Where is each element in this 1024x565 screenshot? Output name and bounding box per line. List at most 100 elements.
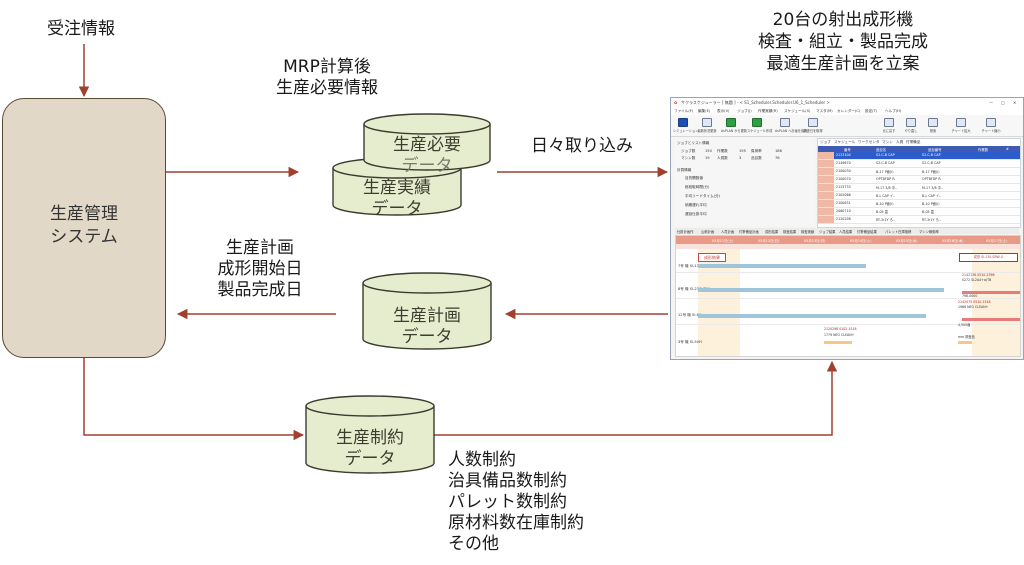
menu-item[interactable]: ヘルプ(H): [885, 109, 902, 113]
toolbar-label: チャート縮小: [981, 129, 1001, 133]
cell: S2-C-B CAP: [876, 161, 895, 165]
result-tab[interactable]: 検査結果: [783, 230, 797, 234]
undo-icon: [884, 118, 894, 127]
gantt-weekend-band: [972, 249, 1020, 356]
arrow-system-to-constraint: [83, 356, 305, 441]
toolbar-refresh-button[interactable]: 最新状況更新: [697, 118, 717, 134]
grid-tab[interactable]: 付帯備品: [906, 140, 921, 144]
maximize-icon[interactable]: □: [1001, 100, 1005, 105]
menu-item[interactable]: カレンダー(C): [837, 109, 861, 113]
menu-item[interactable]: マスタ(M): [816, 109, 833, 113]
grid-tab[interactable]: スケジュール: [834, 140, 856, 144]
menu-item[interactable]: 編集(E): [698, 109, 711, 113]
grid-tab[interactable]: 人員: [896, 140, 904, 144]
grid-tab[interactable]: ジョブ: [820, 140, 831, 144]
toolbar-update-button[interactable]: AsPLAN から更新: [721, 118, 747, 134]
result-tab[interactable]: 人員計画: [721, 230, 735, 234]
cylinder-plan: [362, 272, 492, 350]
result-tab[interactable]: パレット在庫推移: [885, 230, 912, 234]
mrp-label: MRP計算後 生産必要情報: [262, 57, 392, 99]
order-info-label: 受注情報: [47, 19, 115, 39]
toolbar-zoom-out-button[interactable]: チャート縮小: [981, 118, 1001, 134]
cell: B-L CAP イ..: [922, 194, 942, 198]
actual-line1: 生産実績: [363, 178, 431, 198]
cell: B-L CAP イ..: [876, 194, 896, 198]
gantt-row-divider: [676, 298, 1020, 299]
plan-out-line3: 製品完成日: [217, 280, 303, 300]
cell: S2-C-B CAP: [922, 153, 941, 157]
cell: B-05 蓋: [876, 210, 888, 214]
constraint-item: 治具備品数制約: [448, 471, 567, 491]
grid-header-cell: #: [1006, 147, 1009, 151]
gantt-bar[interactable]: [962, 318, 1020, 321]
scheduler-screenshot: ✿ サクラスケジューラー [ 無題 ] - < S1_Scheduler.Sch…: [670, 97, 1024, 360]
gantt-bar[interactable]: [698, 264, 866, 268]
title-line1: 20台の射出成形機: [772, 10, 914, 30]
gantt-bar[interactable]: [962, 291, 1020, 294]
cell: S2-C-B CAP: [876, 153, 895, 157]
menu-item[interactable]: 作業実績(R): [758, 109, 778, 113]
toolbar-simulation-button[interactable]: シミュレーション: [673, 118, 698, 134]
cell: M-17 3/8 中..: [922, 186, 944, 190]
grid-header: 番号 品目名 品目番号 作業数 #: [818, 146, 1020, 152]
toolbar-label: スケジュール作成: [747, 129, 773, 133]
cell: B-17 P面(I): [876, 170, 894, 174]
title-line3: 最適生産計画を立案: [766, 54, 920, 74]
result-tab[interactable]: マシン稼働率: [919, 230, 939, 234]
gantt-bar[interactable]: [698, 314, 926, 318]
cell: RT-3r1Y ろ..: [922, 218, 941, 222]
cell: B-10 P面(I): [922, 202, 940, 206]
cell: OPTBFDP R.: [922, 177, 942, 181]
result-tab[interactable]: 検査実績: [801, 230, 815, 234]
gantt-bar[interactable]: [958, 341, 972, 344]
toolbar-search-button[interactable]: 検索: [923, 118, 943, 134]
result-tab[interactable]: ジョブ結果: [819, 230, 836, 234]
result-tab[interactable]: 付帯備品計画: [739, 230, 759, 234]
toolbar-label: 検索: [929, 129, 937, 133]
cylinder-required: [363, 113, 491, 171]
menu-item[interactable]: 設定(T): [865, 109, 878, 113]
grid-tab[interactable]: ワークセンタ: [858, 140, 880, 144]
result-tab[interactable]: 成形結果: [765, 230, 779, 234]
minimize-icon[interactable]: —: [989, 100, 993, 105]
grid-header-cell: 番号: [844, 148, 851, 152]
toolbar-create-schedule-button[interactable]: スケジュール作成: [747, 118, 773, 134]
toolbar-save-plan-button[interactable]: AsPLAN へ計画を保存: [775, 118, 808, 134]
grid-tab[interactable]: マシン: [882, 140, 893, 144]
gantt-bar[interactable]: [824, 341, 852, 344]
gantt-note: 0272 SL2A4+α(TB: [962, 278, 992, 282]
toolbar-zoom-in-button[interactable]: チャート拡大: [951, 118, 971, 134]
result-tab[interactable]: 付帯備品結果: [857, 230, 877, 234]
result-tab[interactable]: 山積計画: [701, 230, 715, 234]
menu-item[interactable]: ファイル(F): [674, 109, 694, 113]
redo-icon: [906, 118, 916, 127]
gantt-bar[interactable]: [698, 288, 944, 292]
result-tab[interactable]: 人員結果: [839, 230, 853, 234]
menu-item[interactable]: 表示(V): [717, 109, 730, 113]
cell: 2102066: [836, 193, 851, 197]
close-icon[interactable]: ✕: [1013, 100, 1017, 105]
toolbar-redo-button[interactable]: やり直し: [901, 118, 921, 134]
cylinder-constraint: [305, 395, 435, 474]
menu-item[interactable]: スケジュール(S): [784, 109, 811, 113]
table-row[interactable]: 2102066 B-L CAP イ.. B-L CAP イ..: [818, 192, 1020, 200]
plan-out-line2: 成形開始日: [217, 259, 303, 279]
toolbar-undo-button[interactable]: 元に戻す: [879, 118, 899, 134]
gantt-result-marker: 成形結果: [698, 253, 726, 262]
plan-line1: 生産計画: [393, 306, 461, 326]
menu-item[interactable]: ジョブ(J): [737, 109, 752, 113]
gantt-note: 1966 NEO CLEAN+: [958, 305, 989, 309]
toolbar-inspection-button[interactable]: 検査日を取得: [803, 118, 823, 134]
info-label: マシン数: [681, 156, 696, 160]
production-management-system-box: [2, 98, 166, 358]
result-tab[interactable]: 仕掛計画作: [677, 230, 694, 234]
toolbar-label: AsPLAN へ計画を保存: [775, 129, 808, 133]
